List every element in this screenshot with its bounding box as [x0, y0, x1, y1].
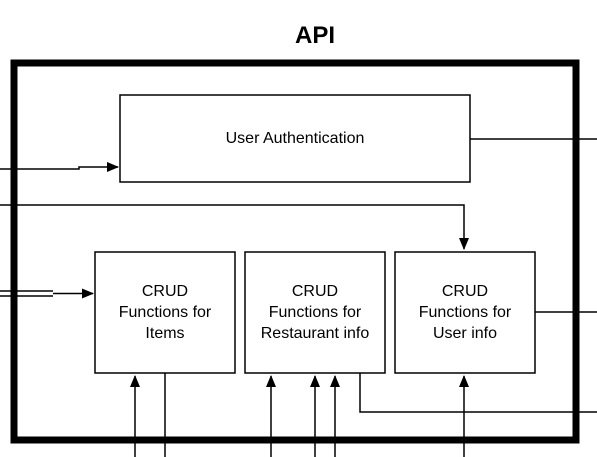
crud-items-label: CRUD Functions for Items: [118, 283, 212, 342]
crud-restaurant-box: [244, 251, 386, 374]
diagram-title: API: [294, 22, 335, 49]
user-info-input-arrow: [0, 204, 469, 250]
auth-input-arrow: [0, 162, 119, 172]
crud-items-box: [94, 251, 236, 374]
user-authentication-label: User Authentication: [225, 130, 365, 147]
crud-restaurant-label: CRUD Functions for Restaurant info: [260, 283, 370, 342]
crud-user-box: [394, 251, 536, 374]
restaurant-output-line: [359, 373, 597, 413]
user-authentication-box: [119, 94, 471, 183]
api-container: [10, 59, 580, 444]
crud-user-label: CRUD Functions for User info: [418, 283, 512, 342]
